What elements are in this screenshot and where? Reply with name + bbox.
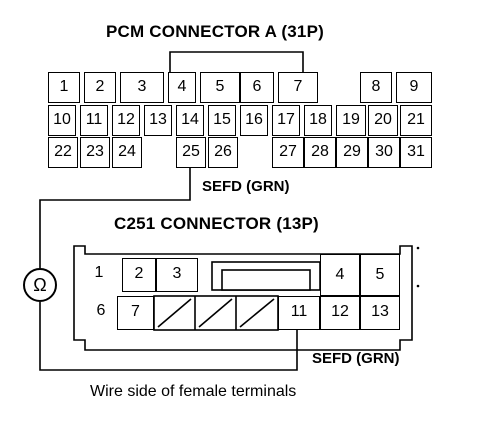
connector-a-pin: 21 [400,105,432,136]
wire-label-a: SEFD (GRN) [202,178,290,195]
connector-a-pin: 19 [336,105,366,136]
c251-pin: 4 [320,254,360,296]
connector-a-pin: 15 [208,105,236,136]
connector-a-pin: 1 [48,72,80,103]
connector-a-pin: 17 [272,105,300,136]
connector-a-pin: 26 [208,137,238,168]
wire-label-c251: SEFD (GRN) [312,350,400,367]
wire-pin25-to-meter [39,165,191,268]
connector-a-pin: 10 [48,105,76,136]
wire-meter-to-c251-pin11 [39,302,298,371]
connector-a-pin: 23 [80,137,110,168]
connector-a-pin: 24 [112,137,142,168]
connector-a-pin: 6 [240,72,274,103]
connector-a-pin: 14 [176,105,204,136]
c251-pin: 13 [360,296,400,330]
c251-pin: 3 [156,258,198,292]
connector-a-pin: 11 [80,105,108,136]
connector-a-pin: 22 [48,137,78,168]
connector-a-pin: 3 [120,72,164,103]
connector-a-pin: 4 [168,72,196,103]
connector-a-pin: 25 [176,137,206,168]
connector-a-pin: 27 [272,137,304,168]
c251-pin: 5 [360,254,400,296]
ohmmeter-icon: Ω [23,268,57,302]
connector-a-pin: 18 [304,105,332,136]
connector-a-pin: 13 [144,105,172,136]
connector-a-pin: 12 [112,105,140,136]
connector-a-pin: 9 [396,72,432,103]
connector-a-lock-tab [169,51,304,72]
c251-blank-cavities [153,295,279,331]
c251-housing [73,245,413,351]
connector-a-pin: 30 [368,137,400,168]
connector-c251-title: C251 CONNECTOR (13P) [114,214,319,233]
c251-pin: 6 [85,296,117,330]
connector-a-pin: 5 [200,72,240,103]
c251-pin: 2 [122,258,156,292]
connector-a-pin: 29 [336,137,368,168]
connector-a-pin: 8 [360,72,392,103]
connector-a-title: PCM CONNECTOR A (31P) [106,22,324,41]
c251-pin: 7 [117,296,154,330]
connector-a-pin: 20 [368,105,398,136]
c251-lock-inner [221,269,311,291]
connector-a-pin: 2 [84,72,116,103]
diagram-caption: Wire side of female terminals [90,383,297,400]
c251-pin: 11 [278,296,320,330]
connector-a-pin: 31 [400,137,432,168]
connector-a-pin: 16 [240,105,268,136]
connector-a-pin: 7 [278,72,318,103]
connector-a-pin: 28 [304,137,336,168]
c251-pin: 1 [85,258,113,292]
c251-pin: 12 [320,296,360,330]
